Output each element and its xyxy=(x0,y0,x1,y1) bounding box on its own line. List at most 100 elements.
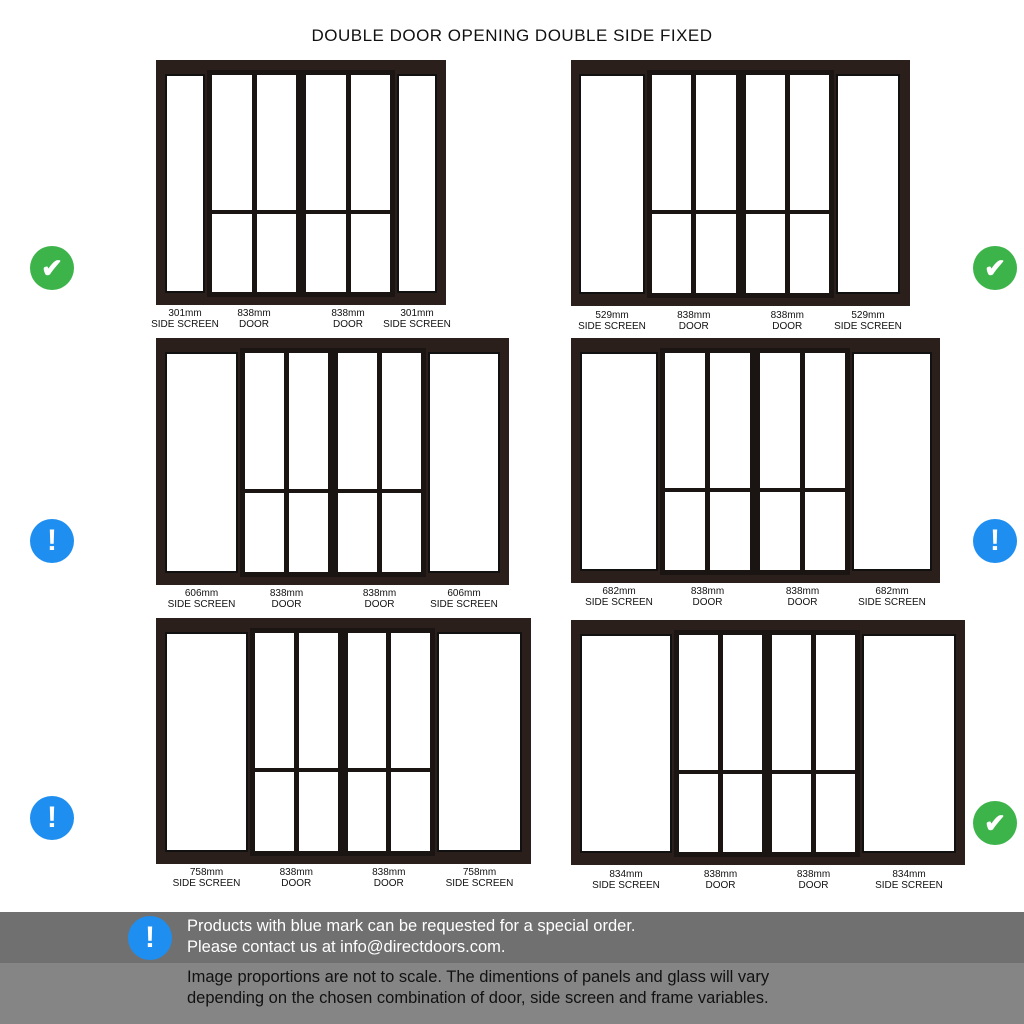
dimension: 529mm xyxy=(595,310,629,321)
door-frame xyxy=(571,60,910,306)
special-order-line2: Please contact us at info@directdoors.co… xyxy=(187,938,506,956)
check-icon: ✔ xyxy=(30,246,74,290)
info-icon: ! xyxy=(973,519,1017,563)
panel-type: SIDE SCREEN xyxy=(834,321,902,332)
dimension: 834mm xyxy=(609,869,643,880)
glass-pane xyxy=(745,75,785,211)
glass-pane xyxy=(679,635,718,770)
dimension: 838mm xyxy=(331,308,365,319)
dimension: 838mm xyxy=(770,310,804,321)
panel-type: DOOR xyxy=(271,599,302,610)
glass-pane xyxy=(382,353,421,489)
glass-pane xyxy=(298,633,338,769)
glass-pane xyxy=(212,213,252,292)
glass-pane xyxy=(306,213,346,292)
glass-pane xyxy=(652,75,692,211)
door-leaf xyxy=(240,348,333,577)
glass-pane xyxy=(255,772,294,851)
info-icon: ! xyxy=(30,519,74,563)
panel-type: SIDE SCREEN xyxy=(430,599,498,610)
panel-type: DOOR xyxy=(772,321,803,332)
door-frame xyxy=(156,618,531,864)
panel-type: SIDE SCREEN xyxy=(858,597,926,608)
dimension: 758mm xyxy=(462,867,497,878)
panel-type: DOOR xyxy=(692,597,723,608)
dimension: 838mm xyxy=(785,586,820,597)
glass-pane xyxy=(789,75,829,211)
door-leaf xyxy=(647,70,741,298)
glass-pane xyxy=(347,633,387,769)
panel-type: DOOR xyxy=(798,880,829,891)
panel-type: DOOR xyxy=(678,321,709,332)
side-screen-glass xyxy=(580,634,672,853)
glass-pane xyxy=(723,635,762,770)
panel-type: DOOR xyxy=(281,878,312,889)
panel-type: DOOR xyxy=(373,878,404,889)
glass-pane xyxy=(350,213,390,292)
glass-pane xyxy=(710,353,750,488)
door-frame xyxy=(571,338,940,583)
side-screen-glass xyxy=(437,632,522,852)
side-screen-glass xyxy=(580,352,658,571)
dimension: 301mm xyxy=(400,308,434,319)
dimension: 838mm xyxy=(703,869,738,880)
panel-type: SIDE SCREEN xyxy=(592,880,660,891)
glass-pane xyxy=(772,635,811,770)
scale-note-line1: Image proportions are not to scale. The … xyxy=(187,968,770,986)
glass-pane xyxy=(350,75,390,210)
glass-pane xyxy=(391,772,430,851)
glass-pane xyxy=(805,491,845,570)
panel-type: DOOR xyxy=(787,597,818,608)
glass-pane xyxy=(212,75,252,210)
glass-pane xyxy=(306,75,346,210)
door-leaf xyxy=(301,70,395,297)
glass-pane xyxy=(816,773,855,852)
door-frame xyxy=(156,338,509,585)
glass-pane xyxy=(298,772,338,851)
dimension: 838mm xyxy=(269,588,304,599)
dimension: 682mm xyxy=(602,586,636,597)
check-icon: ✔ xyxy=(973,801,1017,845)
dimension: 838mm xyxy=(690,586,725,597)
panel-type: DOOR xyxy=(238,319,269,330)
panel-type: SIDE SCREEN xyxy=(172,878,241,889)
dimension: 838mm xyxy=(279,867,313,878)
scale-note-line2: depending on the chosen combination of d… xyxy=(187,989,769,1007)
door-leaf xyxy=(342,628,435,856)
glass-pane xyxy=(338,353,377,489)
special-order-line1: Products with blue mark can be requested… xyxy=(187,917,636,935)
glass-pane xyxy=(338,492,377,572)
door-leaf xyxy=(755,348,850,575)
side-screen-glass xyxy=(852,352,932,571)
special-order-band: ! Products with blue mark can be request… xyxy=(0,912,1024,963)
dimension: 682mm xyxy=(875,586,909,597)
dimension: 838mm xyxy=(677,310,711,321)
side-screen-glass xyxy=(579,74,645,294)
glass-pane xyxy=(289,492,328,572)
panel-type: SIDE SCREEN xyxy=(585,597,653,608)
dimension: 606mm xyxy=(184,588,219,599)
glass-pane xyxy=(760,353,800,488)
door-leaf xyxy=(740,70,834,298)
glass-pane xyxy=(665,491,705,570)
glass-pane xyxy=(347,772,387,851)
door-frame xyxy=(571,620,965,865)
door-frame xyxy=(156,60,446,305)
glass-pane xyxy=(245,492,284,572)
